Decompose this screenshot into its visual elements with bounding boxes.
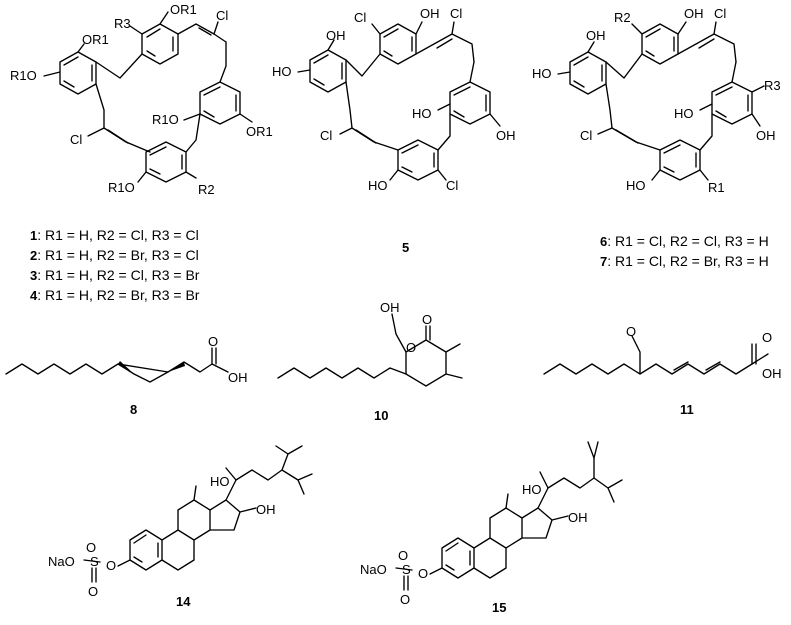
label-r3: R3 bbox=[114, 16, 131, 31]
compound-5-bonds bbox=[297, 21, 501, 181]
label-cl: Cl bbox=[580, 128, 592, 143]
label-or1: OR1 bbox=[82, 32, 109, 47]
compound-number-14: 14 bbox=[176, 594, 191, 609]
label-oh: OH bbox=[756, 128, 776, 143]
label-o: O bbox=[400, 592, 410, 607]
compound-1-4-atom-labels: OR1 R3 OR1 Cl R1O R1O OR1 Cl R1O R2 bbox=[10, 2, 273, 197]
compound-10-structure: OH O O 10 bbox=[277, 300, 463, 423]
label-cl: Cl bbox=[450, 6, 462, 21]
label-ho: HO bbox=[210, 474, 230, 489]
label-oh: OH bbox=[496, 128, 516, 143]
compound-11-structure: O O OH 11 bbox=[543, 324, 782, 417]
caption-6: 6: R1 = Cl, R2 = Cl, R3 = H bbox=[600, 233, 769, 249]
compound-6-7-atom-labels: R2 OH OH Cl HO R3 HO OH Cl HO R1 bbox=[532, 6, 781, 195]
label-o-methoxy: O bbox=[626, 324, 636, 339]
label-s: S bbox=[90, 554, 99, 569]
label-o: O bbox=[88, 584, 98, 599]
label-o: O bbox=[106, 558, 116, 573]
label-oh: OH bbox=[586, 28, 606, 43]
label-r1o: R1O bbox=[10, 68, 37, 83]
compound-number-5: 5 bbox=[402, 240, 409, 255]
label-o: O bbox=[418, 566, 428, 581]
label-oh: OH bbox=[380, 300, 400, 315]
label-ho: HO bbox=[368, 178, 388, 193]
caption-4: 4: R1 = H, R2 = Br, R3 = Br bbox=[30, 287, 200, 303]
compound-5-atom-labels: Cl OH OH Cl HO HO OH Cl HO Cl bbox=[272, 6, 516, 193]
caption-7: 7: R1 = Cl, R2 = Br, R3 = H bbox=[600, 253, 769, 269]
label-oh: OH bbox=[568, 510, 588, 525]
caption-3: 3: R1 = H, R2 = Cl, R3 = Br bbox=[30, 267, 200, 283]
compound-number-10: 10 bbox=[374, 408, 388, 423]
compound-8-structure: O OH 8 bbox=[5, 334, 248, 417]
compound-15-structure: HO OH NaO S O O O 15 bbox=[360, 441, 623, 615]
label-nao: NaO bbox=[360, 562, 387, 577]
compound-8-bonds bbox=[5, 347, 229, 383]
label-oh: OH bbox=[762, 366, 782, 381]
label-or1: OR1 bbox=[246, 124, 273, 139]
compound-1-4-captions: 1: R1 = H, R2 = Cl, R3 = Cl 2: R1 = H, R… bbox=[30, 227, 200, 303]
compound-6-7-captions: 6: R1 = Cl, R2 = Cl, R3 = H 7: R1 = Cl, … bbox=[600, 233, 769, 269]
label-o: O bbox=[86, 540, 96, 555]
label-cl: Cl bbox=[446, 178, 458, 193]
caption-1: 1: R1 = H, R2 = Cl, R3 = Cl bbox=[30, 227, 199, 243]
compound-8-stereo-wedge bbox=[118, 361, 134, 374]
label-oh: OH bbox=[420, 6, 440, 21]
label-r3: R3 bbox=[764, 78, 781, 93]
compound-10-bonds bbox=[277, 313, 463, 387]
compound-number-11: 11 bbox=[680, 402, 694, 417]
label-cl: Cl bbox=[320, 128, 332, 143]
label-ho: HO bbox=[674, 106, 694, 121]
label-r1o: R1O bbox=[152, 112, 179, 127]
label-o: O bbox=[422, 312, 432, 327]
compound-5-structure: Cl OH OH Cl HO HO OH Cl HO Cl 5 bbox=[272, 6, 516, 255]
label-o: O bbox=[406, 340, 416, 355]
compound-6-7-structure: R2 OH OH Cl HO R3 HO OH Cl HO R1 6: R1 =… bbox=[532, 6, 781, 269]
label-r1: R1 bbox=[708, 180, 725, 195]
label-cl: Cl bbox=[70, 132, 82, 147]
label-oh: OH bbox=[326, 28, 346, 43]
compound-11-bonds bbox=[543, 335, 769, 375]
compound-1-4-structure: OR1 R3 OR1 Cl R1O R1O OR1 Cl R1O R2 1: R… bbox=[10, 2, 273, 303]
label-ho: HO bbox=[532, 66, 552, 81]
label-nao: NaO bbox=[48, 554, 75, 569]
label-ho: HO bbox=[272, 64, 292, 79]
label-s: S bbox=[402, 562, 411, 577]
label-ho: HO bbox=[626, 178, 646, 193]
label-ho: HO bbox=[522, 482, 542, 497]
label-oh: OH bbox=[256, 502, 276, 517]
label-o: O bbox=[208, 334, 218, 349]
label-ho: HO bbox=[412, 106, 432, 121]
label-cl: Cl bbox=[216, 8, 228, 23]
label-oh: OH bbox=[228, 370, 248, 385]
caption-2: 2: R1 = H, R2 = Br, R3 = Cl bbox=[30, 247, 199, 263]
compound-number-15: 15 bbox=[492, 600, 506, 615]
label-o: O bbox=[762, 330, 772, 345]
label-cl: Cl bbox=[354, 10, 366, 25]
label-r1o: R1O bbox=[108, 180, 135, 195]
compound-14-bonds bbox=[83, 445, 313, 583]
compound-6-7-bonds bbox=[557, 21, 765, 181]
compound-14-structure: HO OH NaO S O O O 14 bbox=[48, 445, 313, 609]
compound-8-stereo-wedge bbox=[168, 362, 185, 372]
compound-number-8: 8 bbox=[130, 402, 137, 417]
label-cl: Cl bbox=[714, 6, 726, 21]
label-or1: OR1 bbox=[170, 2, 197, 17]
label-o: O bbox=[398, 548, 408, 563]
compound-1-4-bonds bbox=[43, 11, 253, 183]
label-r2: R2 bbox=[614, 10, 631, 25]
compound-15-bonds bbox=[395, 441, 623, 591]
label-r2: R2 bbox=[198, 182, 215, 197]
label-oh: OH bbox=[684, 6, 704, 21]
